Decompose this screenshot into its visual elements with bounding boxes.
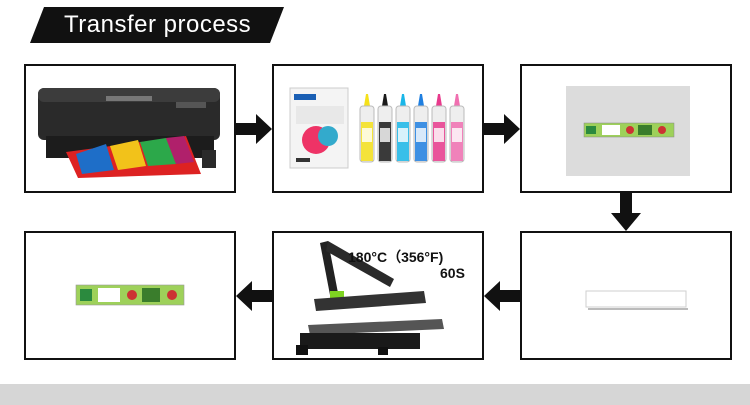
step-box-printer [24,64,236,193]
arrow-down [611,193,641,231]
arrow-left-1 [484,281,520,311]
blank-item-icon [585,290,688,310]
ink-bottle [413,94,429,163]
arrow-right-2 [484,114,520,144]
arrow-right-1 [236,114,272,144]
ink-bottles [359,94,465,163]
paper-and-ink-icon [289,87,465,169]
arrow-left-2 [236,281,272,311]
step-box-blank-item [520,231,732,360]
ink-bottle [395,94,411,163]
temperature-label: 180°C（356°F) [348,249,444,265]
time-label: 60S [440,265,465,281]
ink-bottle [359,94,375,163]
title-banner: Transfer process [30,7,284,43]
page-title: Transfer process [64,11,252,38]
ink-bottle [431,94,447,163]
step-box-paper-ink [272,64,484,193]
bottom-band [0,384,750,405]
step-box-heat-press: 180°C（356°F) 60S [272,231,484,360]
title-banner-shape [30,7,284,43]
finished-item-icon [75,284,185,306]
step-box-printed-transfer [520,64,732,193]
step-box-finished-item [24,231,236,360]
printer-icon [38,88,220,178]
printed-transfer-icon [566,86,690,176]
heat-press-icon [296,241,444,355]
ink-bottle [377,94,393,163]
ink-bottle [449,94,465,163]
